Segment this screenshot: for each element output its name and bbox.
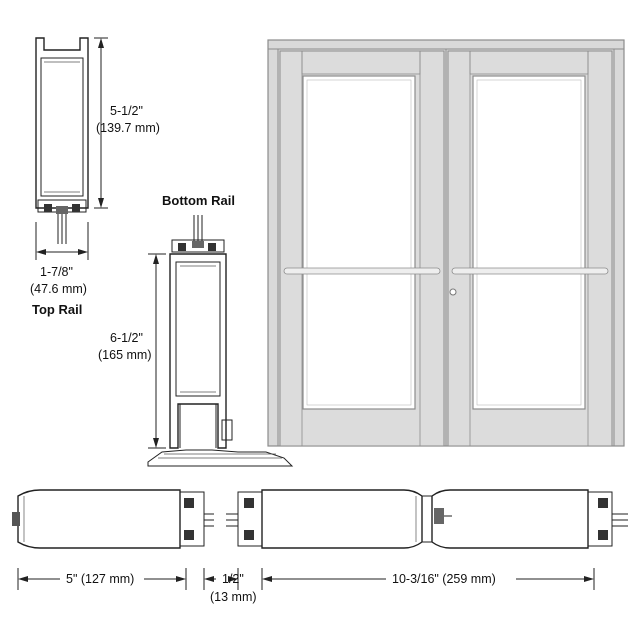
lock-cylinder-icon	[449, 288, 457, 296]
left-push-bar	[283, 267, 441, 275]
top-rail-section	[35, 37, 89, 244]
bottom-rail-title: Bottom Rail	[162, 193, 235, 208]
plan-gap-dimension	[203, 568, 239, 590]
bottom-rail-height-dimension	[148, 253, 166, 449]
plan-gap-mm: (13 mm)	[210, 590, 257, 604]
right-push-bar	[451, 267, 609, 275]
right-door-leaf	[447, 50, 613, 447]
plan-section-left-stile	[12, 489, 214, 549]
plan-section-meeting-stiles	[226, 489, 628, 549]
plan-panel-width-dimension	[261, 568, 595, 590]
plan-stile-width: 5" (127 mm)	[66, 572, 134, 586]
double-door-elevation	[267, 39, 625, 447]
bottom-rail-height-mm: (165 mm)	[98, 348, 151, 362]
top-rail-height-mm: (139.7 mm)	[96, 121, 160, 135]
plan-stile-width-dimension	[17, 568, 187, 590]
top-rail-width-in: 1-7/8"	[40, 265, 73, 279]
plan-gap-in: 1/2"	[222, 572, 244, 586]
bottom-rail-section	[147, 215, 294, 467]
top-rail-height-in: 5-1/2"	[110, 104, 143, 118]
top-rail-width-dimension	[35, 222, 89, 260]
top-rail-title: Top Rail	[32, 302, 82, 317]
left-door-leaf	[279, 50, 445, 447]
top-rail-width-mm: (47.6 mm)	[30, 282, 87, 296]
top-rail-height-dimension	[94, 37, 108, 209]
bottom-rail-height-in: 6-1/2"	[110, 331, 143, 345]
plan-panel-width: 10-3/16" (259 mm)	[392, 572, 496, 586]
